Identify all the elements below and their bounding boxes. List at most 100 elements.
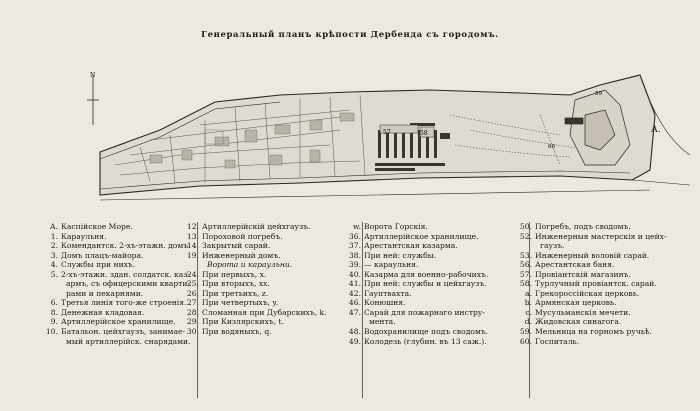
legend-item-text: Артиллерійское хранилище. — [61, 317, 176, 327]
legend-item-number: 2. — [50, 241, 58, 251]
legend-item-text: мый артиллерійск. снарядами. — [66, 336, 191, 346]
legend-item: 46.Конюшня. — [347, 298, 488, 308]
legend-item-text: При Кизлярскихъ, t. — [202, 317, 284, 327]
fortress-plan-map: N — [0, 55, 700, 230]
legend-item-text: Турлучный провіантск. сарай. — [535, 279, 657, 289]
label-57: 57 — [383, 129, 391, 136]
legend-item-number: 8. — [50, 307, 58, 317]
legend-item-number: 29. — [186, 317, 199, 327]
legend-item: 40.Казарма для военно-рабочихъ. — [347, 270, 488, 280]
legend-item-number: 6. — [50, 298, 58, 308]
legend-item: 57.Провіантскій магазинъ. — [518, 270, 667, 280]
legend-item-text: Пороховой погребъ. — [202, 231, 283, 241]
legend-item: 2.Комендантск. 2-хъ-этажн. домъ. — [44, 241, 191, 251]
legend-item-text: Сломанная при Дубарскихъ, k. — [202, 307, 327, 317]
legend-item-number: 5. — [50, 269, 58, 279]
legend-item-text: Караульня. — [61, 231, 107, 241]
legend-item-number: c. — [518, 308, 532, 318]
legend-item: гаузъ. — [518, 241, 667, 251]
legend-item: 41.При ней: службы и цейхгаузъ. — [347, 279, 488, 289]
legend-item: 8.Денежная кладовая. — [44, 308, 191, 318]
town-blocks — [149, 112, 355, 169]
legend-item-number: 30. — [186, 327, 199, 337]
legend-item: 28.Сломанная при Дубарскихъ, k. — [185, 308, 327, 318]
legend-item-number: 25. — [186, 279, 199, 289]
legend-item-text: Денежная кладовая. — [61, 307, 145, 317]
legend-item-text: Колодезь (глубин. въ 13 саж.). — [364, 336, 487, 346]
legend-item-number: 49. — [348, 336, 361, 346]
legend-item-number: 14. — [186, 241, 199, 251]
legend-item-number: 46. — [348, 298, 361, 308]
legend-item-text: Службы при нихъ. — [61, 260, 136, 270]
legend-item-text: Мельница на горномъ ручьѣ. — [535, 327, 652, 337]
legend-item: армъ, съ офицерскими кварти- — [44, 279, 191, 289]
legend-item-text: Конюшня. — [364, 298, 406, 308]
legend-item: w.Ворота Горскія. — [347, 222, 488, 232]
legend-item-number: d. — [518, 317, 532, 327]
legend-item: 58.Турлучный провіантск. сарай. — [518, 279, 667, 289]
legend-item: 48.Водохранилище подъ сводомъ. — [347, 327, 488, 337]
legend-item-text: Провіантскій магазинъ. — [535, 269, 631, 279]
legend-item: 3.Домъ плацъ-майора. — [44, 251, 191, 261]
legend-item-text: Комендантск. 2-хъ-этажн. домъ. — [61, 241, 191, 251]
legend-item-text: гаузъ. — [540, 241, 565, 251]
legend-item-text: При водяныхъ, q. — [202, 327, 272, 337]
legend-item-text: Артиллерійскій цейхгаузъ. — [202, 222, 311, 231]
legend-item-number: 24. — [186, 269, 199, 279]
legend-item-text: армъ, съ офицерскими кварти- — [66, 279, 190, 289]
legend-item: 14.Закрытый сарай. — [185, 241, 327, 251]
legend-item-number: 37. — [348, 241, 361, 251]
legend-column-2: 12.Артиллерійскій цейхгаузъ.13.Пороховой… — [185, 222, 327, 337]
storehouse-blocks — [379, 124, 435, 138]
legend-item-number: 42. — [348, 288, 361, 298]
legend-item-number: 27. — [186, 298, 199, 308]
legend-item-text: Ворота Горскія. — [364, 222, 428, 231]
legend-item-text: Армянская церковь. — [535, 298, 617, 308]
legend-item: 13.Пороховой погребъ. — [185, 232, 327, 242]
legend-item: 59.Мельница на горномъ ручьѣ. — [518, 327, 667, 337]
legend-item-number: 56. — [519, 260, 532, 270]
legend-item-number: А. — [49, 222, 58, 231]
legend-item: 26.При третьихъ, z. — [185, 289, 327, 299]
legend-item-text: Инженерный домъ. — [202, 250, 281, 260]
legend-item-text: — караульня. — [364, 260, 419, 270]
legend-item-text: Арестантская казарма. — [364, 241, 458, 251]
legend-item-text: При первыхъ, x. — [202, 269, 267, 279]
page-title: Генеральный планъ крѣпости Дербенда съ г… — [201, 30, 499, 40]
map-drawing: N — [87, 72, 691, 201]
legend-item-number: 53. — [519, 250, 532, 260]
legend-item-number: 4. — [50, 260, 58, 270]
legend-item: 27.При четвертыхъ, y. — [185, 298, 327, 308]
legend-item: 56.Арестантская баня. — [518, 260, 667, 270]
legend-item-text: 2-хъ-этажн. здан. солдатск. каз- — [61, 269, 191, 279]
legend-item-number: 52. — [519, 231, 532, 241]
legend-item-number: 41. — [348, 279, 361, 289]
east-citadel — [564, 89, 631, 166]
legend-item: 5.2-хъ-этажн. здан. солдатск. каз- — [44, 270, 191, 280]
legend-item-number: 59. — [519, 327, 532, 337]
legend-item-text: Каспійское Море. — [61, 222, 133, 231]
label-58: 58 — [420, 130, 428, 137]
legend-item: 42.Гауптвахта. — [347, 289, 488, 299]
legend-column-3: w.Ворота Горскія.36.Артиллерійское храни… — [347, 222, 488, 346]
legend-item: А.Каспійское Море. — [44, 222, 191, 232]
legend-item: 29.При Кизлярскихъ, t. — [185, 317, 327, 327]
legend-item: 19.Инженерный домъ. — [185, 251, 327, 261]
legend-item-text: При вторыхъ, xx. — [202, 279, 270, 289]
north-arrow-icon: N — [87, 72, 99, 125]
north-marker: N — [90, 72, 95, 79]
legend-item-text: Сарай для пожарнаго инстру- — [364, 307, 485, 317]
legend-item-number: 13. — [186, 231, 199, 241]
legend-item-text: Закрытый сарай. — [202, 241, 271, 251]
legend-item: мента. — [347, 317, 488, 327]
legend-item: 47.Сарай для пожарнаго инстру- — [347, 308, 488, 318]
legend-item-number: a. — [518, 289, 532, 299]
legend-item: мый артиллерійск. снарядами. — [44, 337, 191, 347]
legend-section-header: Ворота и караульни. — [207, 260, 293, 270]
legend-item: 49.Колодезь (глубин. въ 13 саж.). — [347, 337, 488, 347]
legend-item-text: При третьихъ, z. — [202, 288, 269, 298]
citadel-buildings — [375, 123, 450, 171]
legend-item-text: Водохранилище подъ сводомъ. — [364, 327, 489, 337]
legend-item: b.Армянская церковь. — [518, 298, 667, 308]
